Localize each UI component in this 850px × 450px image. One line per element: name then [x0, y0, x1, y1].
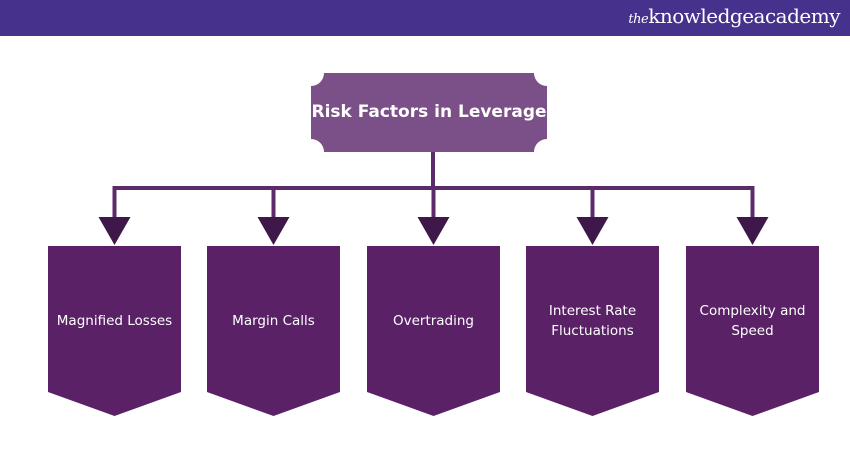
arrow-down-icon	[576, 217, 609, 245]
arrow-down-icon	[736, 217, 769, 245]
logo-name: knowledgeacademy	[648, 4, 840, 28]
logo: theknowledgeacademy	[628, 4, 840, 28]
logo-prefix: the	[628, 12, 649, 27]
item-label: Magnified Losses	[56, 313, 173, 329]
item-box	[48, 246, 181, 416]
item-box	[207, 246, 340, 416]
title-box	[311, 73, 547, 152]
item-box	[526, 246, 659, 416]
arrow-down-icon	[257, 217, 290, 245]
item-label: Complexity and Speed	[699, 303, 806, 339]
item-label: Overtrading	[392, 313, 475, 329]
arrow-down-icon	[417, 217, 450, 245]
item-label: Interest Rate Fluctuations	[548, 303, 637, 339]
diagram-title: Risk Factors in Leverage	[311, 102, 547, 122]
item-box	[367, 246, 500, 416]
arrow-down-icon	[98, 217, 131, 245]
header-bar: theknowledgeacademy	[0, 0, 850, 36]
item-label: Margin Calls	[232, 313, 315, 329]
item-box	[686, 246, 819, 416]
